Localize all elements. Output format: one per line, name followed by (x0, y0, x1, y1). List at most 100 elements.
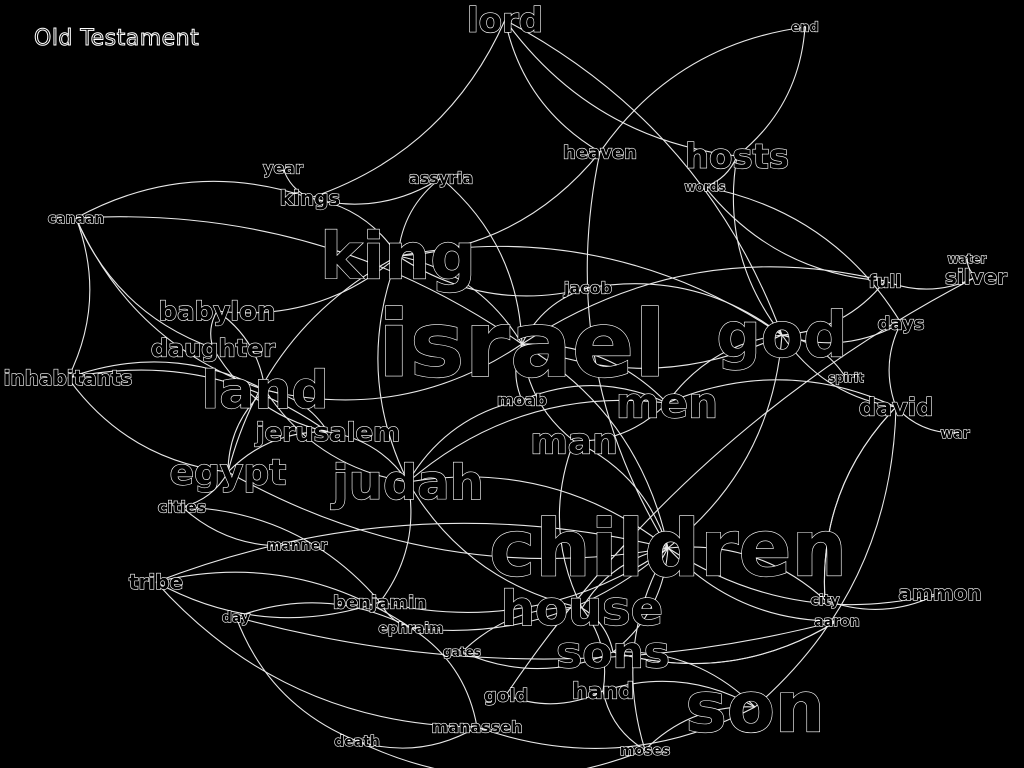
node-king: king (320, 220, 476, 294)
node-jacob: jacob (563, 279, 612, 298)
edge-full-israel (521, 266, 886, 345)
node-hand: hand (572, 680, 634, 705)
edge-children-ammon (667, 547, 941, 606)
edge-city-david (823, 406, 897, 601)
edge-moab-men (521, 384, 668, 404)
edge-hosts-god (732, 155, 783, 336)
edge-land-jerusalem (264, 389, 329, 433)
edge-god-spirit (781, 334, 847, 379)
edge-king-egypt (227, 255, 399, 473)
node-daughter: daughter (151, 334, 275, 362)
edge-lord-hosts (504, 19, 738, 157)
node-spirit: spirit (828, 371, 864, 385)
edge-canaan-israel (75, 216, 523, 345)
edge-inhabitants-jerusalem (67, 369, 329, 433)
node-benjamin: benjamin (333, 592, 427, 613)
edge-babylon-daughter (210, 310, 218, 349)
node-men: men (616, 379, 718, 428)
edge-israel-moab (515, 343, 523, 401)
edge-gold-silver (505, 276, 977, 696)
edge-gold-hand (505, 690, 604, 705)
node-ammon: ammon (898, 581, 981, 605)
edge-judah-children (407, 476, 669, 549)
node-god: god (716, 299, 847, 372)
node-days: days (878, 313, 925, 334)
node-inhabitants: inhabitants (4, 366, 133, 390)
edge-israel-men (521, 343, 668, 404)
edge-tribe-benjamin (155, 581, 381, 619)
edge-men-judah (407, 399, 668, 483)
edge-children-city (667, 546, 826, 601)
edge-words-days (704, 186, 902, 324)
edge-canaan-daughter (75, 217, 214, 349)
edge-daughter-jerusalem (212, 347, 329, 433)
edge-inhabitants-land (67, 361, 266, 391)
edge-land-judah (264, 389, 409, 483)
edge-death-moses (356, 740, 646, 768)
edge-house-gates (461, 607, 583, 653)
edge-heaven-king (397, 151, 601, 257)
node-kings: kings (280, 186, 341, 210)
node-david: david (859, 393, 933, 421)
edge-city-ammon (824, 592, 941, 610)
edge-day-aaron (235, 616, 838, 660)
edge-children-aaron (667, 547, 838, 622)
edge-assyria-king (397, 177, 442, 257)
edge-day-ephraim (235, 602, 412, 629)
edges (67, 19, 977, 768)
edge-egypt-cities (181, 471, 229, 508)
edge-heaven-children (586, 151, 669, 549)
node-manasseh: manasseh (432, 718, 523, 737)
edge-man-house (558, 440, 583, 609)
edge-full-god (781, 280, 886, 336)
edge-day-death (235, 616, 358, 742)
node-silver: silver (945, 265, 1007, 289)
edge-manasseh-death (356, 726, 478, 749)
node-war: war (940, 426, 969, 442)
edge-ephraim-children (410, 547, 669, 631)
edge-men-david (666, 379, 897, 408)
edge-lord-heaven (504, 19, 601, 153)
node-egypt: egypt (170, 453, 287, 494)
node-water: water (948, 252, 987, 266)
edge-man-children (573, 440, 669, 549)
edge-words-full (704, 186, 886, 282)
edge-house-hand (581, 607, 606, 692)
node-year: year (263, 159, 303, 178)
edge-judah-benjamin (379, 481, 412, 603)
edge-israel-man (521, 343, 575, 442)
edge-tribe-children (155, 522, 669, 583)
edge-david-war (895, 406, 956, 434)
edge-kings-canaan (75, 180, 311, 219)
edge-moses-children (632, 547, 669, 751)
edge-silver-full (884, 276, 977, 290)
edge-hand-moses (602, 690, 646, 751)
edge-inhabitants-egypt (67, 377, 229, 473)
edge-hand-son (602, 680, 756, 708)
edge-land-egypt (227, 389, 266, 473)
edge-water-silver (966, 258, 977, 278)
edge-israel-children (521, 343, 669, 549)
node-gold: gold (484, 685, 528, 706)
edge-jacob-god (587, 283, 783, 336)
node-tribe: tribe (129, 570, 183, 594)
edge-gates-sons (461, 651, 614, 670)
edge-tribe-manasseh (155, 581, 478, 728)
edge-son-manasseh (476, 706, 756, 749)
edge-god-men (666, 334, 783, 404)
node-manner: manner (267, 538, 327, 554)
edge-god-david (781, 334, 897, 408)
edge-kings-king (309, 197, 399, 257)
node-jerusalem: jerusalem (255, 418, 401, 448)
node-lord: lord (467, 1, 543, 41)
edge-lord-god (504, 19, 783, 336)
node-death: death (334, 734, 380, 750)
edge-jerusalem-egypt (227, 431, 329, 473)
edge-men-man (573, 402, 668, 442)
node-full: full (869, 271, 902, 292)
node-assyria: assyria (409, 169, 473, 188)
edge-king-israel (397, 255, 523, 345)
node-babylon: babylon (159, 297, 276, 327)
